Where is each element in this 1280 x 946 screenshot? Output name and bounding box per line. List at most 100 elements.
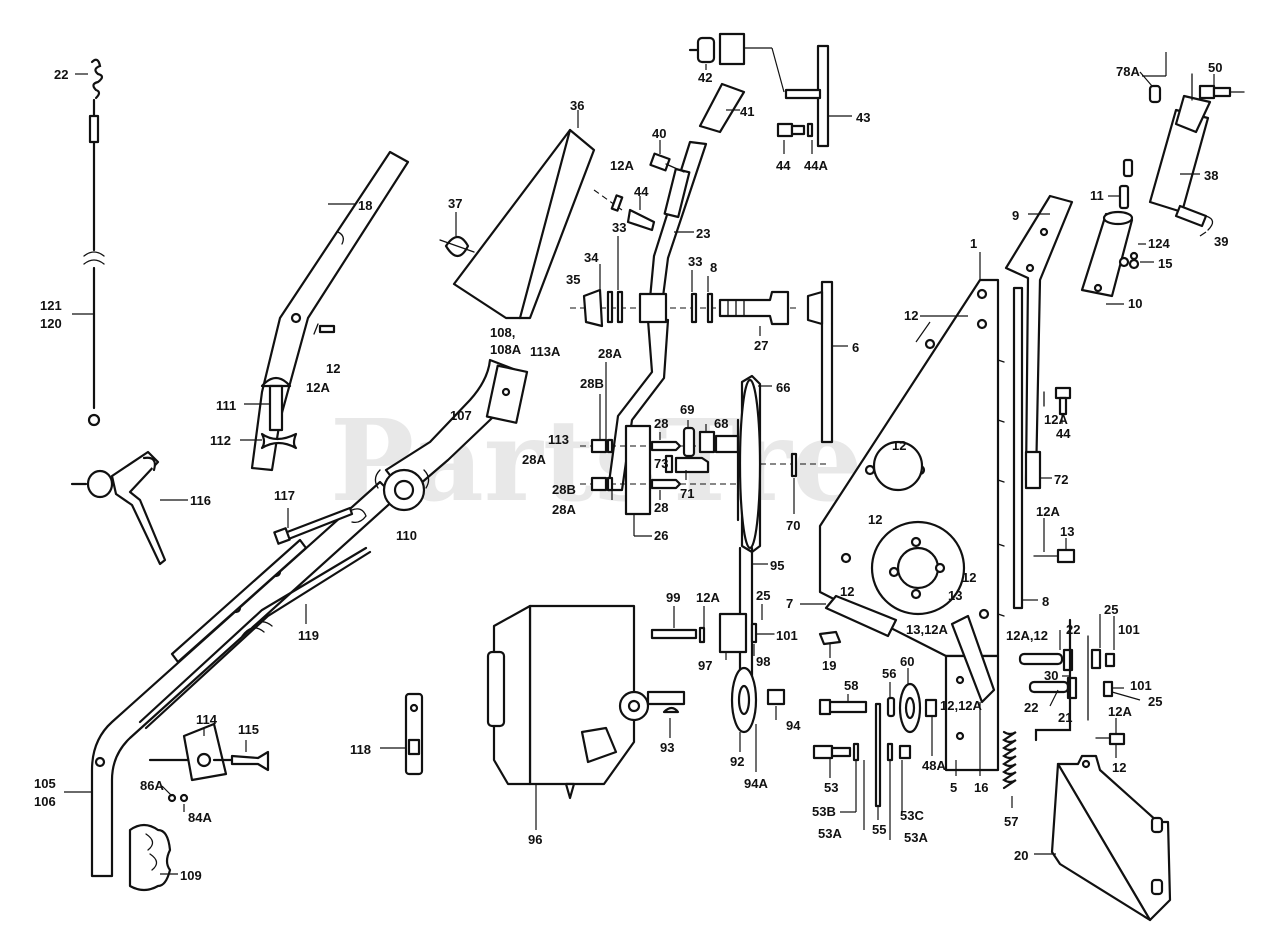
callout: 113 (548, 432, 569, 447)
callout: 116 (190, 493, 211, 508)
drive-pulley-66 (736, 374, 830, 554)
callout: 11 (1090, 188, 1104, 203)
throttle-mount-114 (148, 722, 270, 812)
callout: 8 (710, 260, 717, 275)
callout: 53A (904, 830, 928, 845)
handle-grip-109 (128, 823, 178, 892)
callout: 35 (566, 272, 580, 287)
callout: 5 (950, 780, 957, 795)
callout: 22 (54, 67, 68, 82)
callout: 22 (1066, 622, 1080, 637)
callout: 28 (654, 416, 668, 431)
axle-10 (1080, 210, 1134, 305)
callout: 44 (634, 184, 649, 199)
callout: 28B (580, 376, 604, 391)
callout: 41 (740, 104, 754, 119)
callout: 20 (1014, 848, 1028, 863)
callout: 97 (698, 658, 712, 673)
callout: 70 (786, 518, 800, 533)
callout: 12A,12 (1006, 628, 1048, 643)
callout: 57 (1004, 814, 1018, 829)
callout: 33 (612, 220, 626, 235)
callout: 28 (654, 500, 668, 515)
spacer-70 (790, 452, 798, 514)
throttle-control-lever (70, 450, 188, 566)
callout: 60 (900, 654, 914, 669)
bolt-13 (1033, 518, 1076, 564)
callout: 7 (786, 596, 793, 611)
axle-pin-50 (1191, 73, 1245, 101)
callout: 53A (818, 826, 842, 841)
callout: 120 (40, 316, 62, 331)
lower-handle-tube (64, 480, 398, 878)
idler-parts-53-60 (812, 668, 938, 840)
callout: 28A (522, 452, 546, 467)
support-bar-7 (800, 594, 898, 638)
callout: 112 (210, 433, 231, 448)
handle-mount-107-108 (351, 358, 529, 524)
callout: 109 (180, 868, 202, 883)
callout: 8 (1042, 594, 1049, 609)
callout: 12 (868, 512, 882, 527)
callout: 68 (714, 416, 728, 431)
callout: 108A (490, 342, 522, 357)
callout: 25 (1104, 602, 1118, 617)
callout: 110 (396, 528, 417, 543)
engine-96 (486, 604, 686, 830)
control-rod-117 (273, 506, 354, 545)
callout: 12A (1044, 412, 1068, 427)
callout: 12 (326, 361, 340, 376)
callout: 105 (34, 776, 56, 791)
callout: 36 (570, 98, 584, 113)
idler-bracket-43 (784, 44, 852, 148)
clutch-bolt-40 (649, 140, 685, 173)
side-strip-8 (1012, 286, 1038, 610)
callout: 13,12A (906, 622, 949, 637)
callout: 22 (1024, 700, 1038, 715)
callout: 27 (754, 338, 768, 353)
callout: 10 (1128, 296, 1142, 311)
callout: 39 (1214, 234, 1228, 249)
knob-37 (439, 212, 475, 258)
callout: 12 (840, 584, 854, 599)
callout: 25 (756, 588, 770, 603)
engine-pulley-92 (730, 666, 786, 772)
callout: 114 (196, 712, 218, 727)
belt-guide-6 (806, 280, 848, 444)
plug-wrench-118 (380, 692, 424, 776)
belt-shield-36 (452, 110, 623, 320)
clutch-lever-23 (606, 140, 708, 492)
callout: 12,12A (940, 698, 983, 713)
callout: 34 (584, 250, 599, 265)
callout: 58 (844, 678, 858, 693)
idler-arm-41 (698, 82, 746, 134)
bracket-5-16 (944, 614, 1000, 776)
callout: 113A (530, 344, 561, 359)
callout: 108, (490, 325, 515, 340)
callout: 12 (962, 570, 976, 585)
callout: 25 (1148, 694, 1162, 709)
callout: 33 (688, 254, 702, 269)
callout: 30 (1044, 668, 1058, 683)
callout: 44A (804, 158, 828, 173)
callout: 1 (970, 236, 977, 251)
callout: 48A (922, 758, 946, 773)
engine-bolt-99 (650, 604, 775, 660)
callout: 12A (1108, 704, 1132, 719)
callout: 95 (770, 558, 784, 573)
callout: 28A (598, 346, 622, 361)
callout: 12 (1112, 760, 1126, 775)
callout: 69 (680, 402, 694, 417)
callout: 121 (40, 298, 62, 313)
callout: 96 (528, 832, 542, 847)
callout: 40 (652, 126, 666, 141)
cover-plate-20 (1034, 754, 1172, 922)
clip-19 (818, 630, 842, 658)
callout-labels: 22 121 120 116 18 12 12A 111 112 117 110… (34, 60, 1228, 883)
throttle-cable (72, 58, 105, 427)
callout: 78A (1116, 64, 1140, 79)
callout: 42 (698, 70, 712, 85)
callout: 86A (140, 778, 164, 793)
